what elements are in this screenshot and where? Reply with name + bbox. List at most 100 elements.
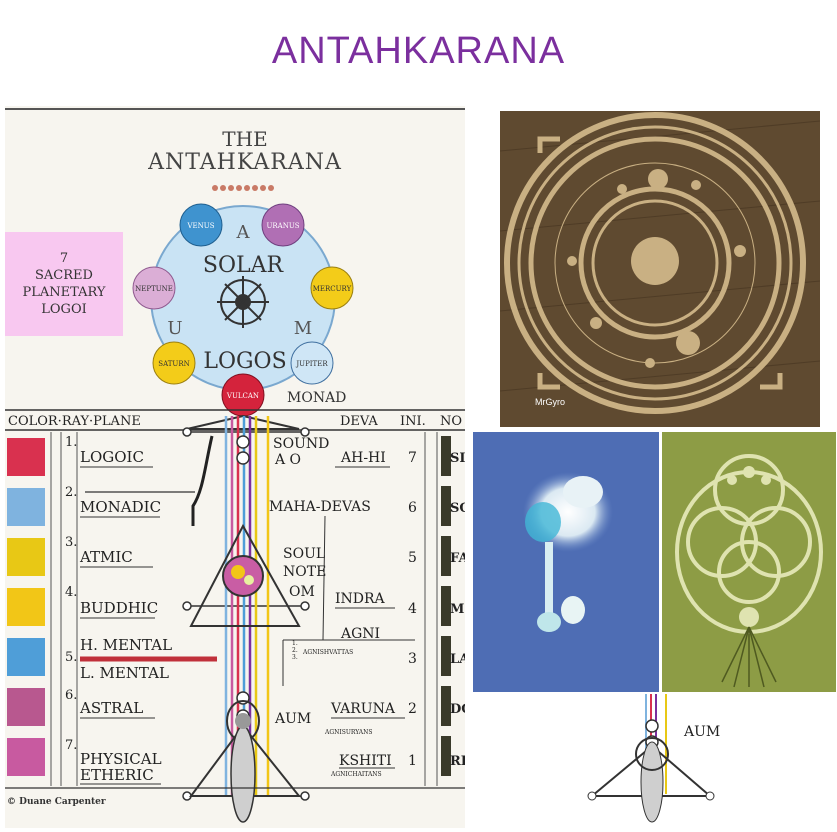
diagram-heading-the: THE xyxy=(222,127,267,151)
planet-mercury-label: MERCURY xyxy=(313,285,352,293)
crop-circle-photo: MrGyro xyxy=(500,111,820,427)
page-title: ANTAHKARANA xyxy=(271,30,566,72)
diagram-svg: THE ANTAHKARANA A SOLAR U M LOGOS VENUS … xyxy=(5,108,465,823)
note-code-fa: FA xyxy=(450,551,465,566)
crop-circle-graphic xyxy=(500,111,820,427)
sidebox-line-4: LOGOI xyxy=(41,302,87,317)
ini-number-3: 3 xyxy=(408,651,417,667)
antahkarana-cord xyxy=(191,435,214,526)
header-color-ray-plane: COLOR·RAY·PLANE xyxy=(8,414,141,429)
planet-vulcan-label: VULCAN xyxy=(226,392,259,400)
plane-number-7: 7. xyxy=(65,738,77,753)
header-deva: DEVA xyxy=(340,414,378,429)
planet-neptune-label: NEPTUNE xyxy=(135,285,173,293)
maha-devas-label: MAHA-DEVAS xyxy=(269,499,371,515)
plane-higher-mental: H. MENTAL xyxy=(80,636,172,654)
diagram-heading-antahkarana: ANTAHKARANA xyxy=(147,150,342,175)
deva-indra: INDRA xyxy=(335,591,386,607)
plane-logoic: LOGOIC xyxy=(80,448,144,466)
plane-physical: PHYSICAL xyxy=(80,750,162,768)
planet-jupiter-label: JUPITER xyxy=(295,360,328,368)
sacred-planetary-logoi-box: 7 SACRED PLANETARY LOGOI xyxy=(5,232,123,336)
note-code-do: DO xyxy=(450,702,465,717)
plane-number-5: 5. xyxy=(65,650,77,665)
plane-etheric: ETHERIC xyxy=(80,766,154,784)
bead-row xyxy=(212,185,274,191)
letter-u: U xyxy=(167,318,182,339)
crop-circle-credit: MrGyro xyxy=(535,397,565,407)
plane-buddhic: BUDDHIC xyxy=(80,599,158,617)
planet-uranus-label: URANUS xyxy=(266,222,299,230)
soul-label: SOUL xyxy=(283,546,325,562)
ray-color-swatches xyxy=(7,438,45,776)
plane-number-4: 4. xyxy=(65,585,77,600)
diagram-credit: © Duane Carpenter xyxy=(7,797,106,807)
logos-label: LOGOS xyxy=(203,349,286,374)
ini-number-4: 4 xyxy=(408,601,417,617)
deva-sub-agnisuryans: AGNISURYANS xyxy=(324,729,372,736)
planet-uranus: URANUS xyxy=(261,203,305,247)
mini-diagram-graphic: AUM xyxy=(587,694,720,823)
note-code-si: SI xyxy=(450,451,465,466)
note-code-mi: MI xyxy=(450,602,465,617)
plane-monadic: MONADIC xyxy=(80,498,161,516)
solar-label: SOLAR xyxy=(203,253,285,278)
planet-neptune: NEPTUNE xyxy=(132,266,176,310)
planet-saturn-label: SATURN xyxy=(158,360,189,368)
plane-atmic: ATMIC xyxy=(79,548,133,566)
aum-label: AUM xyxy=(274,711,311,727)
monad-label: MONAD xyxy=(287,390,346,406)
header-ini: INI. xyxy=(400,414,426,429)
mini-antahkarana-diagram: AUM xyxy=(580,694,720,828)
planet-mercury: MERCURY xyxy=(310,266,354,310)
planet-venus-label: VENUS xyxy=(187,222,215,230)
crop-circle-photo-2 xyxy=(662,432,836,692)
sky-object-photo xyxy=(473,432,659,692)
note-code-so: SO xyxy=(450,501,465,516)
header-no: NO xyxy=(440,414,462,429)
antahkarana-diagram: THE ANTAHKARANA A SOLAR U M LOGOS VENUS … xyxy=(5,106,465,828)
planet-saturn: SATURN xyxy=(152,341,196,385)
plane-number-6: 6. xyxy=(65,688,77,703)
note-code-re: RE xyxy=(450,754,465,769)
ini-number-6: 6 xyxy=(408,500,417,516)
deva-agni: AGNI xyxy=(340,626,380,642)
plane-number-3: 3. xyxy=(65,535,77,550)
ini-number-2: 2 xyxy=(408,701,417,717)
plane-number-2: 2. xyxy=(65,485,77,500)
sidebox-line-3: PLANETARY xyxy=(22,285,106,300)
crop-circle-graphic-2 xyxy=(662,432,836,692)
ini-number-1: 1 xyxy=(408,753,417,769)
deva-sub-num-2: 2. xyxy=(292,647,298,654)
plane-lower-mental: L. MENTAL xyxy=(80,664,169,682)
deva-varuna: VARUNA xyxy=(330,701,396,717)
plane-number-1: 1. xyxy=(65,435,77,450)
sun-icon xyxy=(217,276,269,328)
soul-jewel-icon xyxy=(222,555,264,597)
human-figure-icon xyxy=(226,700,260,823)
deva-ah-hi: AH-HI xyxy=(340,450,386,466)
sound-label: SOUND xyxy=(273,436,329,452)
sidebox-line-1: 7 xyxy=(59,251,69,266)
soul-triangle xyxy=(189,523,301,627)
planet-vulcan: VULCAN xyxy=(221,373,265,417)
note-label: NOTE xyxy=(283,564,326,580)
deva-sub-agnishvattas: AGNISHVATTAS xyxy=(302,649,353,656)
deva-sub-num-3: 3. xyxy=(292,654,298,661)
sidebox-line-2: SACRED xyxy=(35,268,93,283)
deva-sub-agnichaitans: AGNICHAITANS xyxy=(330,771,382,778)
letter-a: A xyxy=(236,222,251,243)
ini-number-7: 7 xyxy=(408,450,417,466)
sound-vowels: A O xyxy=(274,452,301,468)
om-label: OM xyxy=(289,584,315,600)
mini-aum-label: AUM xyxy=(683,724,720,740)
deva-kshiti: KSHITI xyxy=(339,753,392,769)
note-code-la: LA xyxy=(450,652,465,667)
planet-venus: VENUS xyxy=(179,203,223,247)
deva-sub-num-1: 1. xyxy=(292,640,298,647)
planet-jupiter: JUPITER xyxy=(290,341,334,385)
ini-number-5: 5 xyxy=(408,550,417,566)
plane-astral: ASTRAL xyxy=(79,699,143,717)
sky-object-graphic xyxy=(473,432,659,692)
letter-m: M xyxy=(294,318,312,339)
